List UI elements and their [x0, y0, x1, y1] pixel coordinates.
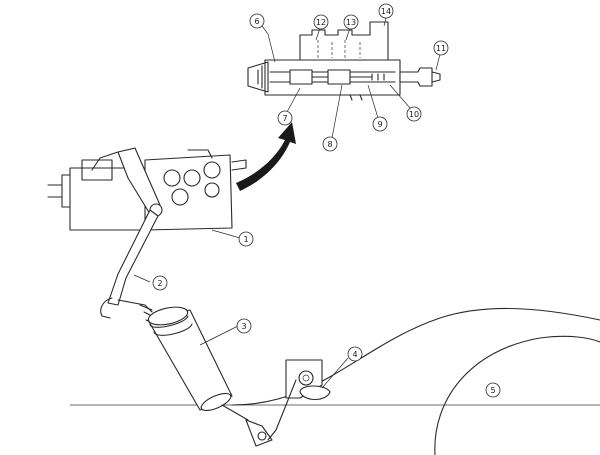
adjuster-bracket [267, 359, 331, 441]
callout-5-label: 5 [490, 386, 495, 395]
callout-14-label: 14 [381, 7, 391, 16]
cylinder-end-cap [247, 61, 269, 93]
callout-4-label: 4 [352, 350, 357, 359]
valve-bolt-2 [183, 169, 201, 187]
chamber-top-cap [147, 306, 189, 326]
lever-arm [107, 209, 159, 306]
outlet-fitting [399, 67, 433, 87]
wheel-inner-arc [434, 335, 600, 455]
valve-bolt-5 [204, 182, 220, 198]
reservoir-body [299, 21, 389, 61]
callout-12: 12 [313, 14, 329, 30]
brake-chamber [139, 304, 273, 447]
callout-9: 9 [372, 116, 388, 132]
leader-2 [133, 274, 151, 283]
callout-10: 10 [406, 106, 422, 122]
pump-arm-link [91, 151, 119, 171]
leader-8 [331, 84, 343, 139]
bracket-nut [298, 370, 314, 386]
leader-12 [315, 27, 321, 41]
ground-and-wheel [70, 307, 600, 455]
callout-12-label: 12 [316, 18, 326, 27]
seal-rings [371, 73, 385, 81]
callout-14: 14 [378, 3, 394, 19]
callout-9-label: 9 [377, 120, 382, 129]
callout-6-label: 6 [254, 17, 259, 26]
leader-lines [133, 17, 441, 389]
pump-outlet-fitting [231, 159, 247, 171]
pump-top-cylinder [81, 159, 113, 181]
lever-hook [100, 297, 113, 319]
callout-3: 3 [236, 318, 252, 334]
leader-13 [345, 27, 351, 41]
callout-13-label: 13 [346, 18, 356, 27]
callout-2-label: 2 [157, 279, 162, 288]
pump-left-stubs [47, 184, 63, 198]
valve-bolt-3 [203, 161, 221, 179]
callout-11-label: 11 [436, 44, 446, 53]
callout-5: 5 [485, 382, 501, 398]
chamber-push-rod [221, 404, 249, 421]
leader-10 [389, 84, 411, 109]
bracket-cam [299, 385, 331, 401]
leader-14 [383, 17, 387, 27]
leader-11 [435, 53, 441, 71]
callout-13: 13 [343, 14, 359, 30]
clevis-pin [257, 431, 267, 441]
valve-bolt-4 [171, 188, 189, 206]
callout-7: 7 [277, 110, 293, 126]
valve-bolt-1 [163, 169, 181, 187]
reservoir-fluid [317, 40, 361, 58]
callout-4: 4 [347, 346, 363, 362]
bracket-nut-hole [302, 374, 310, 382]
leader-4 [321, 357, 349, 389]
leader-9 [367, 84, 379, 119]
bottom-port [349, 94, 363, 101]
primary-piston [289, 69, 313, 85]
callout-3-label: 3 [241, 322, 246, 331]
secondary-piston [327, 69, 351, 85]
callout-6: 6 [249, 13, 265, 29]
brake-pump-assembly [47, 147, 247, 231]
lever-link-rod [117, 299, 153, 313]
callout-7-label: 7 [282, 114, 287, 123]
leader-1 [211, 229, 241, 239]
outlet-nipple [431, 71, 441, 83]
callout-11: 11 [433, 40, 449, 56]
bracket-arm [267, 379, 297, 441]
chamber-ribs [149, 315, 193, 336]
end-cap-ring [257, 65, 263, 89]
valve-block-top [187, 149, 213, 159]
master-cylinder-cutaway [247, 21, 441, 101]
leader-7 [286, 87, 301, 113]
curved-arrow [236, 122, 296, 191]
leader-3 [199, 325, 239, 346]
callout-arrow [236, 122, 296, 191]
callout-1: 1 [238, 231, 254, 247]
callout-2: 2 [152, 275, 168, 291]
callout-10-label: 10 [409, 110, 419, 119]
callout-1-label: 1 [243, 235, 248, 244]
callout-8: 8 [322, 136, 338, 152]
callout-8-label: 8 [327, 140, 332, 149]
leader-6 [261, 25, 276, 63]
chamber-bottom-cap [200, 392, 232, 412]
brake-lever [100, 209, 159, 319]
